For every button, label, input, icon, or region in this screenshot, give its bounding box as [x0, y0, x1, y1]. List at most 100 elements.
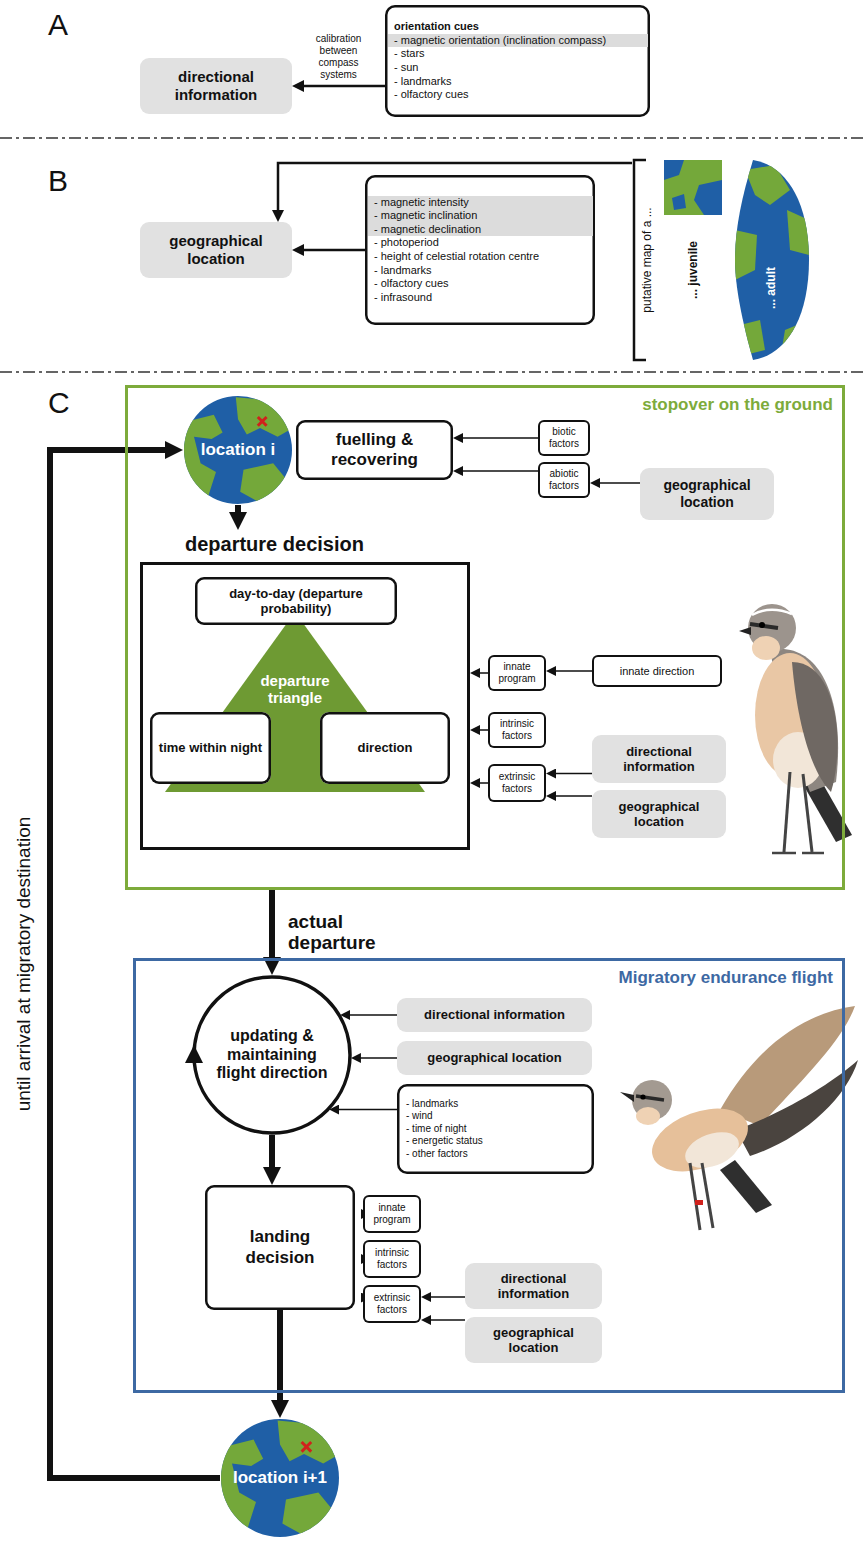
list-item: - sun: [394, 61, 641, 75]
node-label: ... juvenile: [686, 241, 700, 299]
flow-arrow: [302, 85, 385, 88]
concept-box: directional information: [465, 1263, 602, 1309]
flow-arrow: [337, 1109, 397, 1111]
decision-box: landing decision: [205, 1185, 355, 1310]
node-label: innate direction: [620, 665, 695, 678]
node-label: landing decision: [219, 1227, 341, 1267]
node-label: putative map of a ...: [640, 207, 654, 312]
panel-title: departure decision: [185, 533, 364, 557]
cue-list-box: - magnetic intensity- magnetic inclinati…: [365, 175, 595, 325]
concept-box: geographical location: [465, 1317, 602, 1363]
flow-arrow: [478, 729, 488, 731]
list-item: - olfactory cues: [394, 88, 641, 102]
flow-arrow: [554, 670, 592, 672]
location-globe: location i+1: [220, 1418, 340, 1538]
panel-letter: A: [48, 10, 68, 40]
panel-letter: B: [48, 166, 68, 196]
adult-map: ... adult: [735, 160, 809, 360]
process-box: time within night: [150, 712, 271, 784]
concept-box: geographical location: [140, 222, 292, 278]
flow-arrow: [554, 773, 592, 775]
list-item: - stars: [394, 47, 641, 61]
list-item: - landmarks: [394, 75, 641, 89]
flow-arrow: [429, 1319, 465, 1321]
process-box: direction: [320, 712, 450, 784]
node-label: departure triangle: [243, 672, 347, 707]
edge-label: calibration between compass systems: [316, 33, 362, 81]
node-label: extrinsic factors: [366, 1292, 418, 1316]
stage-panel: stopover on the groundlocation ifuelling…: [125, 385, 845, 890]
concept-box: directional information: [592, 735, 726, 783]
concept-box: directional information: [140, 58, 292, 114]
node-label: directional information: [473, 1271, 594, 1302]
standing-bird: [739, 604, 852, 853]
node-label: geographical location: [600, 799, 718, 830]
node-label: extrinsic factors: [491, 771, 543, 795]
flow-arrow: [478, 782, 488, 784]
map-bracket: putative map of a ...: [632, 160, 656, 360]
panel-divider: [0, 371, 865, 373]
node-label: directional information: [148, 68, 284, 103]
flow-arrow: [269, 890, 275, 961]
flow-arrow: [429, 1296, 465, 1298]
edge-label: until arrival at migratory destination: [13, 817, 35, 1112]
map-drawing: [735, 160, 809, 360]
list-item: - time of night: [406, 1123, 585, 1135]
node-label: geographical location: [648, 477, 766, 510]
process-box: day-to-day (departure probability): [195, 577, 397, 625]
flow-arrow: [359, 1057, 397, 1059]
node-label: directional information: [424, 1007, 565, 1022]
panel-divider: [0, 137, 865, 139]
stage-panel: Migratory endurance flight updating & mai…: [133, 958, 845, 1393]
node-label: innate program: [366, 1202, 418, 1226]
node-label: updating & maintaining flight direction: [206, 1027, 338, 1084]
flow-arrow: [348, 1014, 397, 1016]
process-box: fuelling & recovering: [296, 420, 453, 480]
node-label: day-to-day (departure probability): [203, 586, 389, 617]
list-item: - other factors: [406, 1148, 585, 1160]
list-item: - landmarks: [406, 1098, 585, 1110]
concept-box: directional information: [397, 998, 592, 1032]
cue-list-box: - landmarks- wind- time of night- energe…: [397, 1084, 594, 1174]
node-label: geographical location: [427, 1050, 561, 1065]
factor-box: extrinsic factors: [363, 1285, 421, 1323]
concept-box: geographical location: [592, 790, 726, 838]
edge-label: actual departure: [288, 911, 376, 955]
process-circle: updating & maintaining flight direction: [192, 975, 352, 1135]
factor-box: innate program: [363, 1195, 421, 1233]
node-label: intrinsic factors: [491, 718, 543, 742]
node-label: direction: [358, 740, 413, 755]
list-item: - magnetic declination: [368, 223, 593, 237]
node-label: geographical location: [473, 1325, 594, 1356]
node-label: biotic factors: [541, 426, 587, 450]
concept-box: geographical location: [397, 1041, 592, 1075]
flow-arrow: [554, 795, 592, 797]
flow-arrow: [461, 470, 538, 472]
factor-box: intrinsic factors: [488, 712, 546, 748]
flow-arrow: [269, 1135, 275, 1171]
panel-letter: C: [48, 388, 70, 418]
cue-list-box: orientation cues- magnetic orientation (…: [385, 5, 650, 117]
panel-title: stopover on the ground: [642, 395, 833, 415]
list-heading: orientation cues: [394, 20, 641, 34]
list-item: - olfactory cues: [374, 277, 586, 291]
decision-box: departure decision day-to-day (departure …: [140, 530, 470, 850]
flow-arrow: [478, 672, 488, 674]
flow-arrow: [235, 505, 241, 516]
factor-box: innate program: [488, 655, 546, 691]
flow-arrow: [598, 482, 640, 484]
node-label: ... adult: [764, 267, 778, 309]
map-drawing: [664, 160, 722, 215]
list-item: - wind: [406, 1110, 585, 1122]
node-label: geographical location: [148, 232, 284, 267]
concept-box: geographical location: [640, 468, 774, 520]
list-item: - infrasound: [374, 291, 586, 305]
panel-title: Migratory endurance flight: [619, 968, 833, 988]
list-item: - energetic status: [406, 1135, 585, 1147]
flow-arrow: [302, 249, 365, 252]
node-label: directional information: [600, 744, 718, 775]
flow-arrow: [277, 1310, 283, 1404]
factor-box: extrinsic factors: [488, 764, 546, 802]
node-label: innate program: [491, 661, 543, 685]
